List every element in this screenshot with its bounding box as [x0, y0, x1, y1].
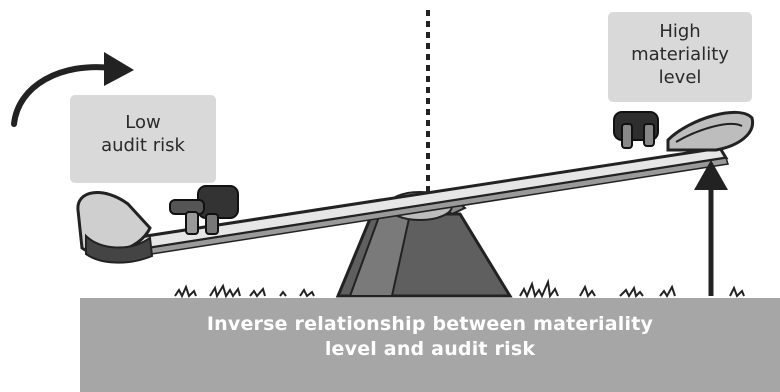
- high-materiality-line1: High: [659, 21, 701, 42]
- caption: Inverse relationship between materiality…: [80, 312, 780, 362]
- caption-line2: level and audit risk: [324, 338, 536, 360]
- high-materiality-line2: materiality: [631, 44, 729, 65]
- grass: [174, 278, 745, 299]
- caption-line1: Inverse relationship between materiality: [206, 313, 654, 335]
- low-audit-risk-line1: Low: [125, 112, 161, 133]
- high-materiality-level-label: High materiality level: [608, 12, 752, 102]
- ground-panel: [80, 298, 780, 392]
- low-audit-risk-label: Low audit risk: [70, 95, 216, 183]
- low-audit-risk-line2: audit risk: [101, 135, 185, 156]
- up-arrow-icon: [694, 160, 728, 296]
- high-materiality-line3: level: [658, 67, 702, 88]
- seesaw-icon: [76, 110, 754, 298]
- curved-arrow-icon: [11, 52, 134, 127]
- figure-icon: [169, 185, 239, 235]
- figure-icon: [613, 111, 659, 149]
